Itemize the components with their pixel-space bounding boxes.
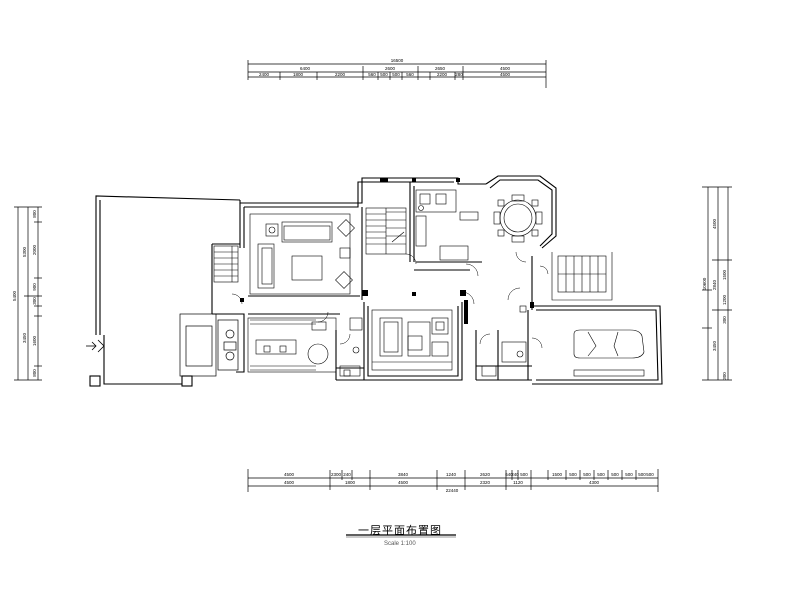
bathroom-fixtures [339,305,527,377]
dim-top-row2: 2200 [437,72,448,77]
left-dimension-chain [14,206,42,381]
dim-bottom-row1: 500 [597,472,605,477]
door-swings [231,251,549,349]
stairs-main [365,207,407,255]
dim-bottom-row1: 2620 [480,472,491,477]
dim-bottom-row2: 1800 [345,480,356,485]
dim-top-row2: 560 [368,72,376,77]
dim-bottom-row1: 500 [646,472,654,477]
family-room-furniture [371,309,453,371]
dim-left-inner: 2000 [32,244,37,255]
dim-bottom-row2: 4300 [589,480,600,485]
dim-left-mid: 5300 [22,246,27,257]
dim-right-mid: 2840 [712,279,717,290]
dim-left-inner: 1600 [32,335,37,346]
dim-top-row2: 500 [392,72,400,77]
living-room-furniture [249,213,355,295]
dim-right-mid: 3450 [712,340,717,351]
dim-top-row2: 2400 [259,72,270,77]
dim-top-row2: 4500 [500,72,511,77]
dining-table [493,194,543,243]
dim-bottom-row1: 1500 [552,472,563,477]
dim-right-outer: 10600 [702,277,707,290]
top-dimension-chain [247,60,547,88]
dim-bottom-row1: 500 [583,472,591,477]
dim-left-inner: 800 [32,210,37,218]
entrance-arrow [86,339,105,353]
dim-bottom-row2: 4500 [284,480,295,485]
dim-left-mid: 3450 [22,332,27,343]
dim-bottom-row1: 500 [569,472,577,477]
dim-top-total: 16500 [391,58,404,63]
dim-bottom-row1: 2300 [331,472,342,477]
drawing-title: 一层平面布置图 [358,524,442,537]
dim-bottom-row1: 3840 [398,472,409,477]
stairs-west [213,245,239,283]
dim-right-inner: 1200 [722,294,727,305]
dim-bottom-row1: 500 [625,472,633,477]
dim-top-row1: 2650 [435,66,446,71]
dim-left-outer: 5400 [12,290,17,301]
dim-bottom-row2: 1120 [513,480,523,485]
dim-bottom-row1: 240 [343,472,351,477]
stairs-east [551,252,613,301]
dim-top-row1: 2600 [385,66,396,71]
dim-top-row2: 560 [406,72,414,77]
bottom-dimension-chain [247,469,659,492]
dim-bottom-row1: 500 [611,472,619,477]
dim-top-row2: 2200 [335,72,346,77]
dim-right-mid: 4500 [712,218,717,229]
dim-left-inner: 800 [32,369,37,377]
study-furniture [247,317,337,373]
dim-bottom-row1: 1240 [446,472,457,477]
dim-bottom-row1: 640 [505,472,513,477]
dim-top-row2: 500 [380,72,388,77]
garage-car [573,329,645,377]
dim-top-row1: 6400 [300,66,311,71]
dim-right-inner: 300 [722,316,727,324]
dim-bottom-row2: 4500 [398,480,409,485]
dim-right-inner: 300 [722,372,727,380]
dim-bottom-row1: 4500 [284,472,295,477]
dim-left-inner: 300 [32,297,37,305]
dim-bottom-row1: 500 [638,472,646,477]
dim-top-row1: 4500 [500,66,511,71]
dim-left-inner: 900 [32,283,37,291]
west-entry [179,313,239,377]
dim-bottom-row1: 500 [520,472,528,477]
dim-right-inner: 1500 [722,269,727,280]
drawing-scale: Scale 1:100 [384,541,416,547]
dim-bottom-row2: 2320 [480,480,491,485]
kitchen [415,189,479,261]
columns [240,178,534,324]
dim-bottom-total: 22440 [446,488,459,493]
dim-bottom-row1: 240 [511,472,519,477]
dim-top-row2: 280 [455,72,463,77]
exterior-walls [89,175,663,387]
dim-top-row2: 1800 [293,72,304,77]
right-dimension-chain [702,186,732,381]
